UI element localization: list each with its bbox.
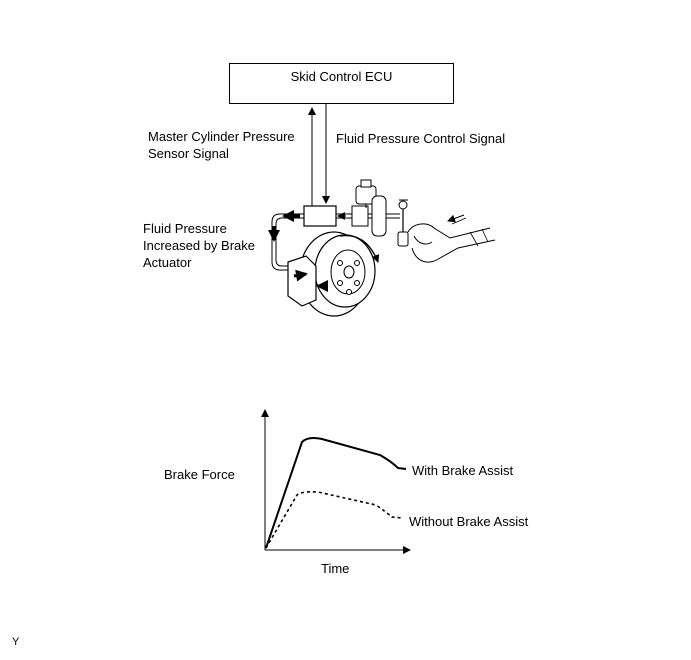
skid-control-ecu-box: Skid Control ECU — [229, 63, 454, 104]
master-cylinder-signal-label-line1: Master Cylinder Pressure — [148, 129, 295, 144]
brake-caliper — [287, 255, 328, 307]
fluid-pressure-label-line3: Actuator — [143, 255, 192, 270]
without-brake-assist-label: Without Brake Assist — [409, 514, 529, 529]
driver-foot — [407, 214, 496, 263]
master-cylinder — [336, 179, 400, 237]
with-brake-assist-curve — [265, 437, 407, 549]
figure-code: Y — [12, 636, 20, 648]
master-cylinder-signal-label-line2: Sensor Signal — [148, 146, 229, 161]
fluid-pressure-label-line2: Increased by Brake — [143, 238, 256, 253]
brake-pedal — [397, 199, 409, 247]
fluid-control-signal-label: Fluid Pressure Control Signal — [336, 131, 506, 146]
fluid-pressure-label-line1: Fluid Pressure — [143, 221, 227, 236]
without-brake-assist-curve — [265, 491, 403, 549]
graph-y-axis-label: Brake Force — [164, 467, 235, 482]
brake-disc — [299, 231, 380, 317]
ecu-label: Skid Control ECU — [290, 69, 393, 84]
with-brake-assist-label: With Brake Assist — [412, 463, 514, 478]
graph-x-axis-label: Time — [321, 561, 350, 576]
brake-actuator — [303, 205, 337, 227]
fluid-pipe — [268, 210, 304, 271]
